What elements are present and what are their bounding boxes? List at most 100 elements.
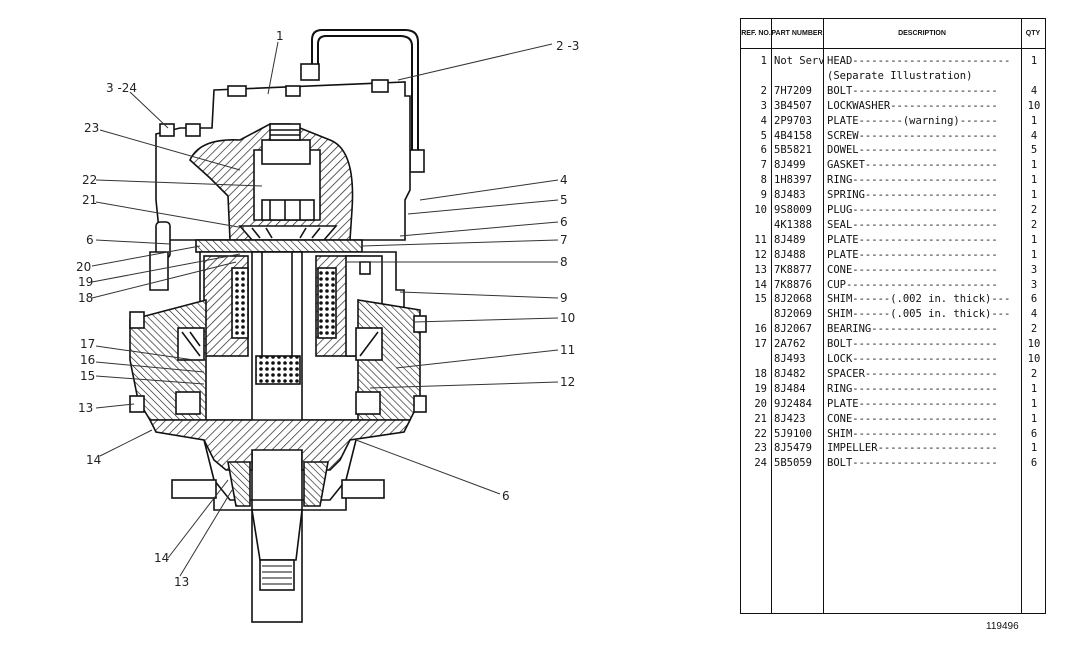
qty-cell: 1 [1030,55,1038,67]
qty-cell: 10 [1027,338,1041,351]
description-cell: DOWEL---------------------- [827,144,998,157]
part-number-cell: 5J9100 [774,427,812,440]
part-number-cell: 8J489 [774,233,806,246]
callout-label: 4 [560,173,568,187]
callout-label: 16 [80,353,96,367]
header-qty: QTY [1021,19,1045,49]
qty-cell: 1 [1030,159,1038,172]
part-number-cell: 8J2069 [774,308,812,321]
description-cell: PLUG----------------------- [827,204,998,216]
part-number-cell: 8J2068 [774,293,812,306]
qty-cell: 4 [1030,308,1038,321]
part-number-cell: 8J482 [774,367,806,380]
ref-no-cell: 18 [754,367,767,380]
ref-no-cell: 13 [754,263,767,276]
qty-cell: 1 [1030,189,1038,202]
part-number-cell: 1H8397 [774,174,812,187]
qty-cell: 1 [1030,397,1038,410]
qty-cell: 2 [1030,218,1038,231]
description-cell: SHIM------(.005 in. thick)--- [827,308,1011,321]
description-cell: PLATE-------(warning)------ [827,114,998,127]
description-cell: (Separate Illustration) [827,69,973,82]
part-number-cell: 4B4158 [774,129,812,142]
callout-label: 13 [78,401,94,415]
callout-label: 13 [174,575,190,589]
qty-cell: 6 [1030,427,1038,440]
header-part-number: PART NUMBER [771,19,823,49]
ref-no-cell: 22 [754,427,767,440]
part-number-cell: 4K1388 [774,218,812,231]
callout-label: 14 [86,453,102,467]
part-number-cell: 3B4507 [774,99,812,112]
callout-label: 9 [560,291,568,305]
qty-cell: 3 [1030,278,1038,291]
header-description: DESCRIPTION [823,19,1021,49]
callout-label: 15 [80,369,96,383]
part-number-cell: 9J2484 [774,397,812,410]
callout-label: 12 [560,375,576,389]
ref-no-cell: 19 [754,382,767,395]
qty-cell: 6 [1030,293,1038,306]
ref-no-cell: 1 [760,55,767,67]
table-row: 6 5B5821 DOWEL---------------------- 5 [741,143,1045,158]
pump-section-drawing [91,29,559,623]
callout-label: 14 [154,551,170,565]
ref-no-cell: 9 [760,189,767,202]
qty-cell: 2 [1030,367,1038,380]
ref-no-cell: 3 [760,99,767,112]
part-number-cell: 7K8876 [774,278,812,291]
part-number-cell: 2P9703 [774,114,812,127]
description-cell: SHIM----------------------- [827,427,998,440]
part-number-cell: 8J493 [774,353,806,365]
description-cell: LOCK----------------------- [827,353,998,365]
qty-cell: 1 [1030,233,1038,246]
description-cell: BOLT----------------------- [827,84,998,97]
callout-label: 6 [560,215,568,229]
part-number-cell: 8J2067 [774,323,812,336]
description-cell: HEAD------------------------- [827,55,1011,67]
qty-cell: 6 [1030,457,1038,470]
part-number-cell: 8J5479 [774,442,812,455]
part-number-cell: 8J499 [774,159,806,172]
ref-no-cell: 17 [754,338,767,351]
ref-no-cell: 6 [760,144,767,157]
table-row: 8J2069 SHIM------(.005 in. thick)--- 4 [741,307,1045,322]
ref-no-cell: 20 [754,397,767,410]
ref-no-cell: 7 [760,159,767,172]
part-number-cell: 2A762 [774,338,806,351]
ref-no-cell: 16 [754,323,767,336]
qty-cell: 5 [1030,144,1038,157]
ref-no-cell: 23 [754,442,767,455]
description-cell: SPACER--------------------- [827,367,998,380]
figure-number: 119496 [986,621,1019,632]
column-divider [1021,19,1022,613]
part-number-cell: Not Serv [774,55,825,67]
description-cell: SCREW---------------------- [827,129,998,142]
description-cell: BEARING-------------------- [827,323,998,336]
qty-cell: 1 [1030,442,1038,455]
ref-no-cell: 15 [754,293,767,306]
ref-no-cell: 21 [754,412,767,425]
description-cell: PLATE---------------------- [827,233,998,246]
part-number-cell: 5B5059 [774,457,812,470]
callout-label: 17 [80,337,96,351]
part-number-cell: 5B5821 [774,144,812,157]
callout-label: 5 [560,193,568,207]
part-number-cell: 8J488 [774,248,806,261]
qty-cell: 1 [1030,412,1038,425]
callout-label: 11 [560,343,576,357]
description-cell: RING----------------------- [827,174,998,187]
qty-cell: 4 [1030,84,1038,97]
